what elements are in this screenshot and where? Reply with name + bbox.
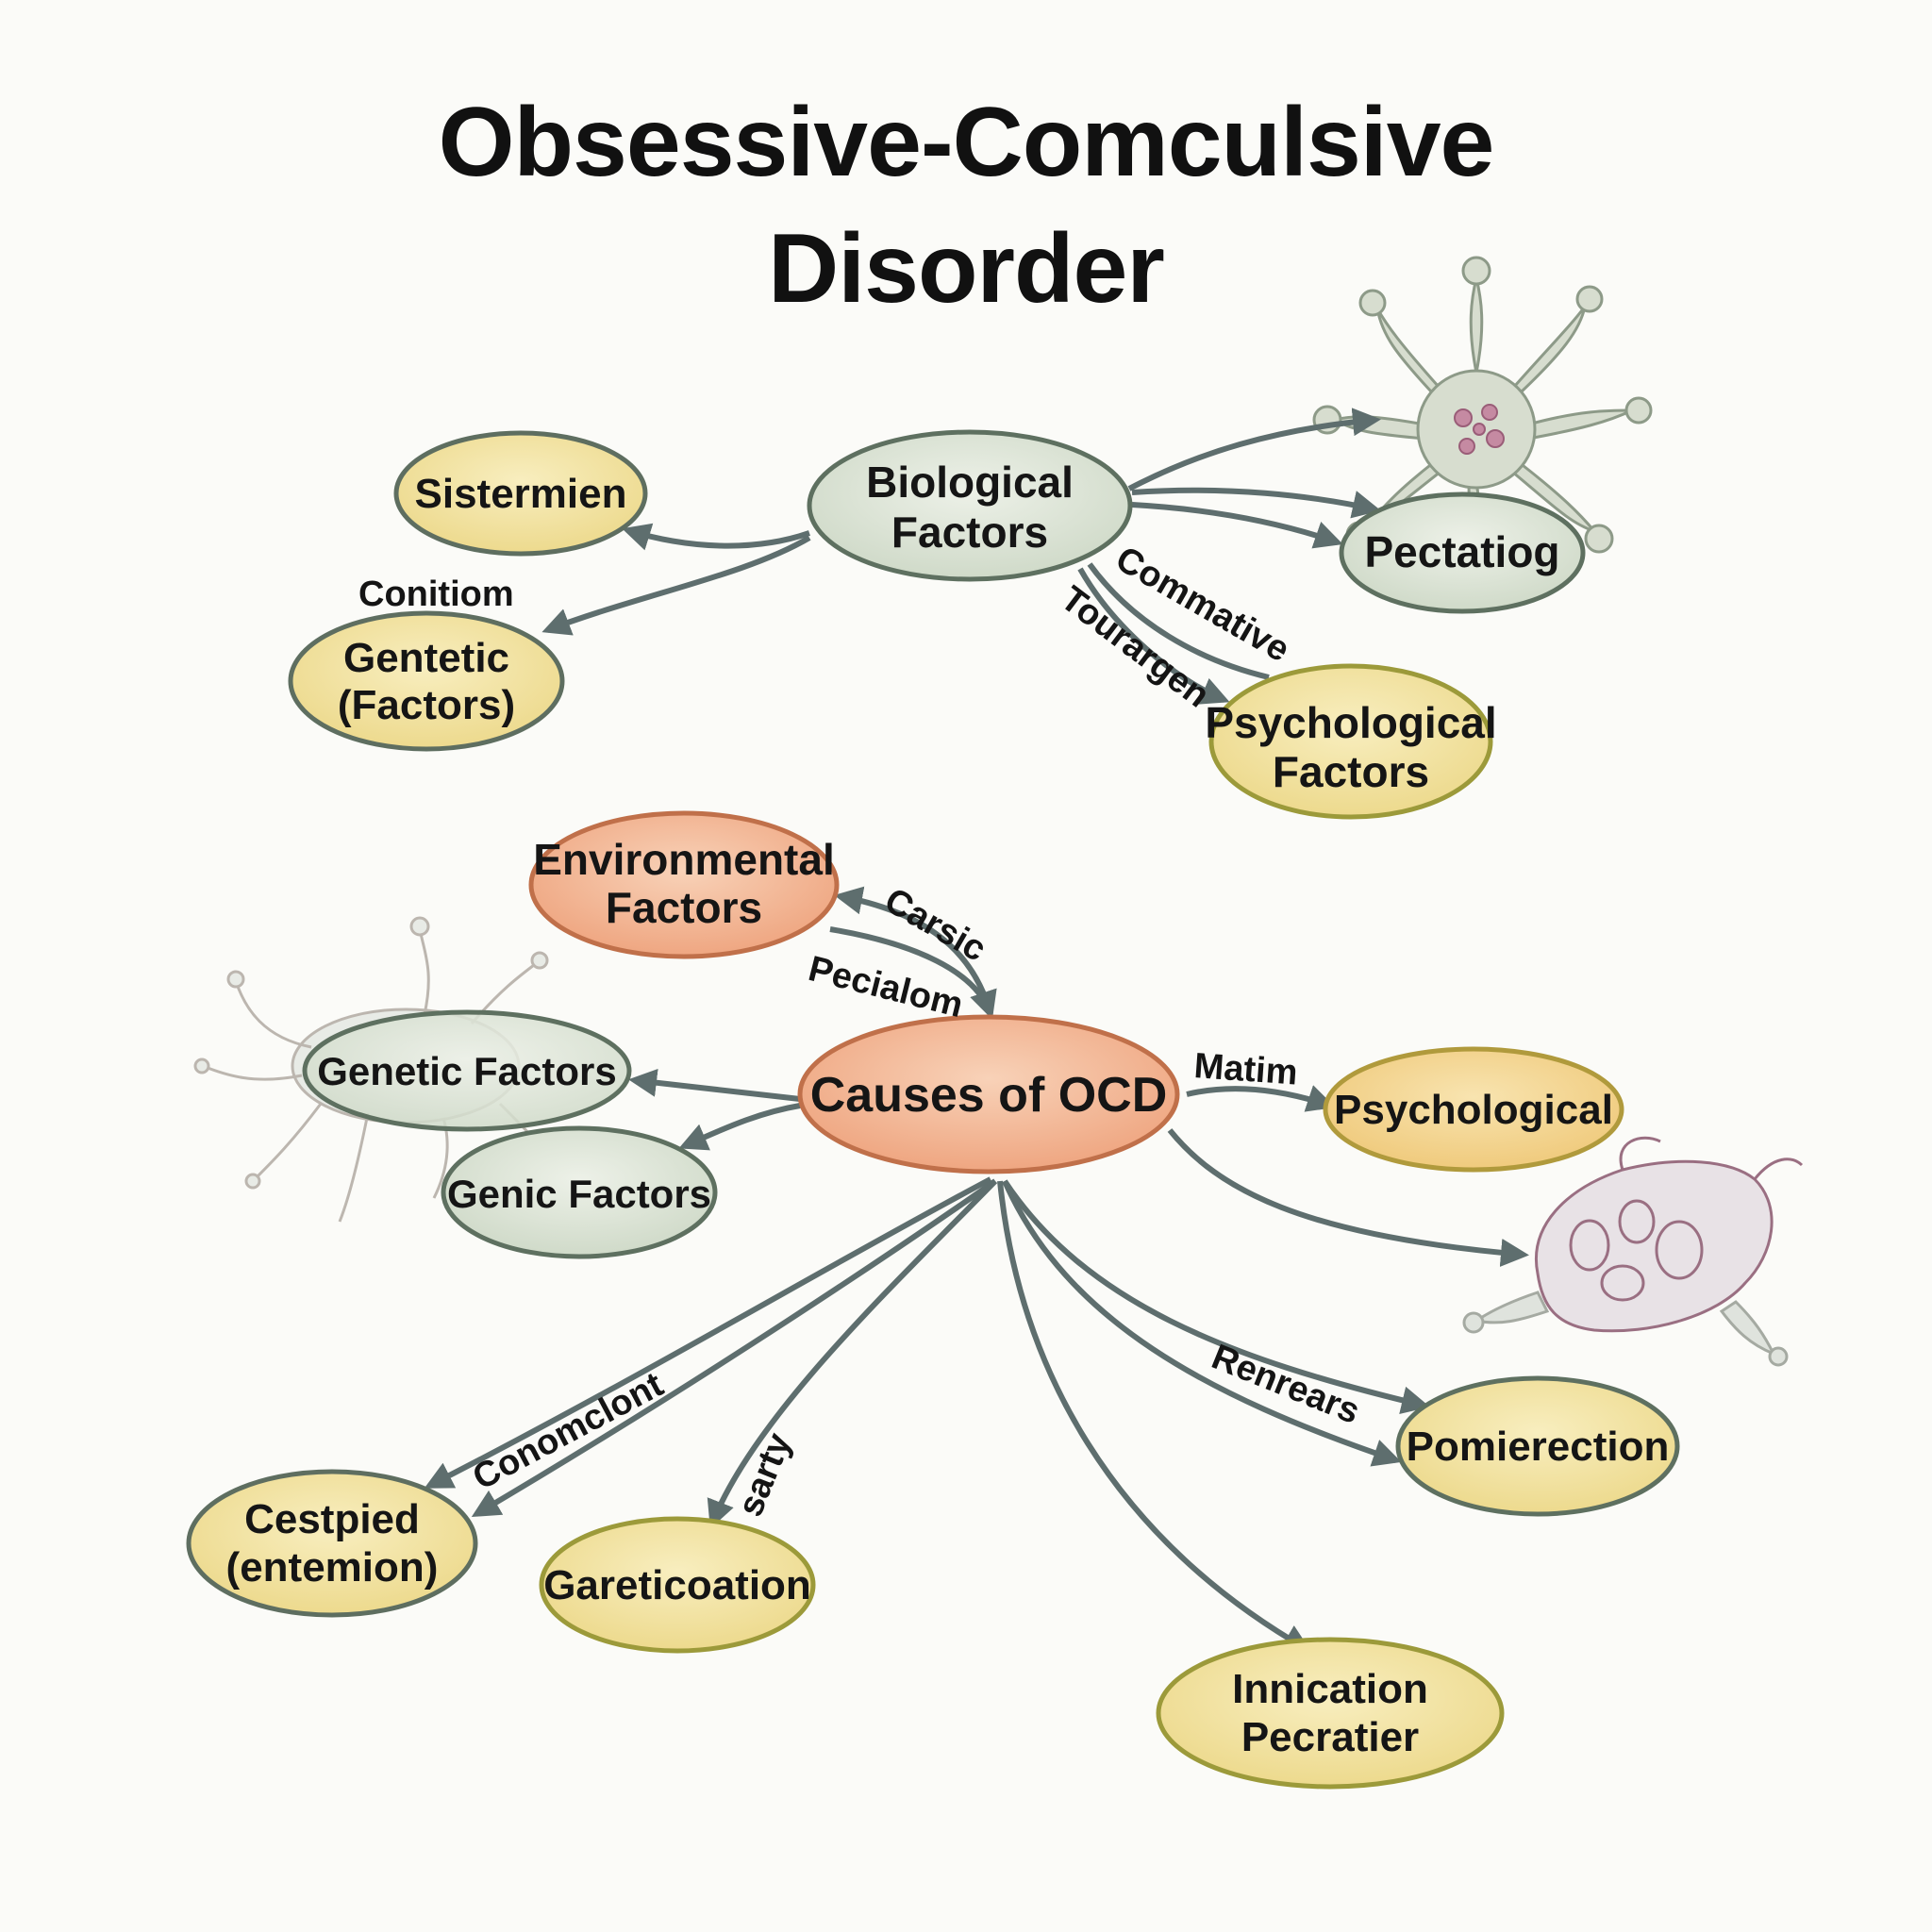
neuron-cell-icon <box>1312 256 1653 568</box>
node-cestpied: Cestpied (entemion) <box>186 1469 478 1618</box>
edge-causes-pomierection-upper <box>1002 1179 1430 1415</box>
node-environmental-factors-label-1: Environmental <box>533 835 835 884</box>
node-gentetic-factors: Gentetic (Factors) <box>288 610 565 752</box>
node-genetic-factors-label: Genetic Factors <box>317 1049 616 1093</box>
edge-label-pecialom: Pecialom <box>805 949 967 1025</box>
node-cestpied-label-2: (entemion) <box>226 1544 439 1591</box>
diagram-title-line-1: Obsessive-Comculsive <box>438 88 1495 197</box>
node-biological-factors-label-1: Biological <box>866 458 1074 507</box>
node-cestpied-label-1: Cestpied <box>244 1496 420 1542</box>
edge-environmental-causes <box>829 926 997 1020</box>
node-sistermien: Sistermien <box>393 430 648 557</box>
edge-causes-cestpied-upper <box>424 1176 992 1489</box>
node-psychological-factors-label-1: Psychological <box>1205 698 1496 747</box>
node-innication-label-1: Innication <box>1232 1666 1428 1712</box>
node-environmental-factors: Environmental Factors <box>528 810 840 959</box>
node-psychological-label: Psychological <box>1334 1087 1613 1133</box>
node-psychological-factors: Psychological Factors <box>1205 663 1497 820</box>
node-psychological-factors-label-2: Factors <box>1273 747 1429 796</box>
node-biological-factors: Biological Factors <box>807 429 1133 582</box>
edge-bio-neuron <box>1127 408 1381 491</box>
node-gentetic-factors-label-2: (Factors) <box>338 682 515 728</box>
edge-label-sarty: sarty <box>730 1427 799 1522</box>
node-gareticoation-label: Gareticoation <box>543 1562 811 1608</box>
node-biological-factors-label-2: Factors <box>891 508 1048 557</box>
node-causes-of-ocd-label: Causes of OCD <box>810 1068 1168 1123</box>
edge-causes-psychological <box>1186 1085 1336 1112</box>
node-pectatiog: Pectatiog <box>1339 491 1586 614</box>
node-pomierection: Pomierection <box>1395 1375 1680 1517</box>
edge-label-conitiom: Conitiom <box>358 575 514 614</box>
edge-bio-pectatiog-upper <box>1131 487 1381 519</box>
edge-bio-pectatiog-lower <box>1131 502 1343 549</box>
node-psychological: Psychological <box>1323 1046 1624 1173</box>
diagram-title-line-2: Disorder <box>768 214 1165 324</box>
edge-causes-organelle <box>1167 1128 1529 1267</box>
node-gareticoation: Gareticoation <box>539 1516 816 1654</box>
diagram-edges <box>424 408 1529 1652</box>
node-genetic-factors: Genetic Factors <box>302 1009 632 1132</box>
edge-bio-psych-lower <box>1077 567 1230 705</box>
edge-bio-gentetic <box>541 535 811 636</box>
edge-causes-innication <box>997 1180 1312 1652</box>
edge-causes-cestpied-lower <box>471 1178 997 1518</box>
edge-bio-sistermien <box>622 523 810 551</box>
edge-causes-gareticoation <box>707 1178 998 1529</box>
edge-causes-pomierection-lower <box>1002 1179 1402 1467</box>
edge-bio-psych-upper <box>1087 562 1270 680</box>
node-environmental-factors-label-2: Factors <box>606 883 762 932</box>
edge-causes-genic <box>678 1103 801 1151</box>
node-sistermien-label: Sistermien <box>415 471 627 517</box>
node-innication: Innication Pecratier <box>1156 1637 1505 1790</box>
node-pectatiog-label: Pectatiog <box>1364 527 1559 576</box>
node-genic-factors: Genic Factors <box>441 1125 718 1259</box>
node-genic-factors-label: Genic Factors <box>447 1172 711 1216</box>
edge-label-carsic: Carsic <box>878 880 993 969</box>
node-causes-of-ocd: Causes of OCD <box>797 1014 1180 1174</box>
cell-organelle-icon <box>1462 1136 1804 1367</box>
node-innication-label-2: Pecratier <box>1241 1714 1419 1760</box>
edge-label-matim: Matim <box>1192 1046 1298 1093</box>
node-gentetic-factors-label-1: Gentetic <box>343 635 509 681</box>
edge-causes-genetic <box>628 1068 801 1102</box>
node-pomierection-label: Pomierection <box>1407 1424 1670 1470</box>
edge-label-conomclont: Conomclont <box>467 1365 671 1498</box>
